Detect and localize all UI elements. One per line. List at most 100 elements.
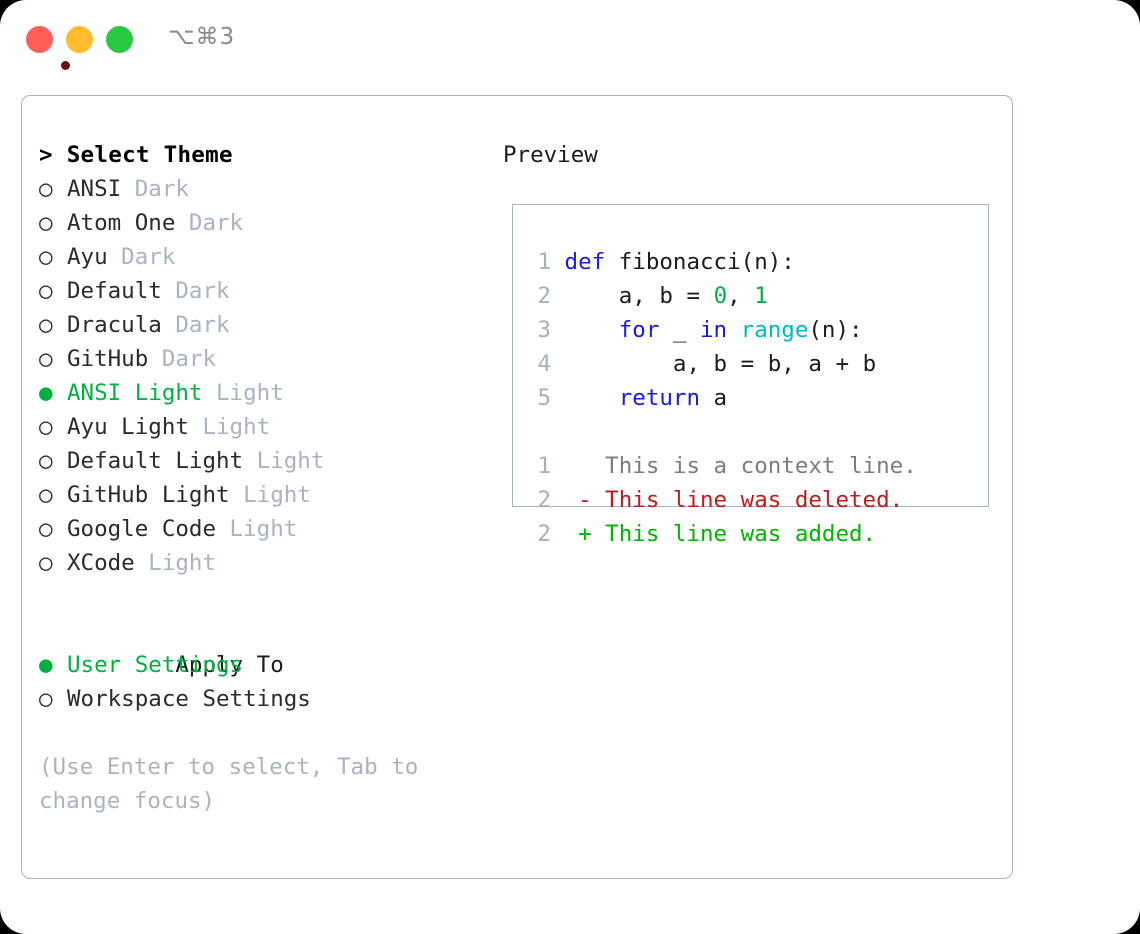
theme-option-ansi[interactable]: ○ ANSI Dark bbox=[39, 172, 479, 206]
theme-option-label: Ayu bbox=[67, 244, 108, 270]
code-token-txt: , bbox=[727, 283, 755, 309]
line-number: 2 bbox=[537, 487, 551, 513]
code-diff-separator bbox=[527, 415, 917, 449]
content-panel: > Select Theme ○ANSI Dark○Atom One Dark○… bbox=[21, 95, 1013, 879]
radio-unselected-icon: ○ bbox=[39, 448, 53, 474]
code-token-txt: a, b = b, a + b bbox=[672, 351, 877, 377]
theme-option-atom-one[interactable]: ○ Atom One Dark bbox=[39, 206, 479, 240]
code-token-fn: range bbox=[740, 317, 809, 343]
line-number: 3 bbox=[537, 317, 551, 343]
theme-mode-tag: Dark bbox=[175, 210, 244, 236]
code-indent bbox=[551, 385, 619, 411]
theme-option-ayu-light[interactable]: ○ Ayu Light Light bbox=[39, 410, 479, 444]
diff-line-text: + This line was added. bbox=[551, 521, 877, 547]
diff-line-text: This is a context line. bbox=[551, 453, 917, 479]
theme-mode-tag: Dark bbox=[161, 312, 230, 338]
diff-line-text: - This line was deleted. bbox=[551, 487, 904, 513]
theme-mode-tag: Dark bbox=[161, 278, 230, 304]
theme-option-default-light[interactable]: ○Default Light Light bbox=[39, 444, 479, 478]
code-token-txt: a bbox=[700, 385, 728, 411]
radio-unselected-icon: ○ bbox=[39, 414, 53, 440]
preview-column: Preview 1 def fibonacci(n): 2 a, b = 0, 1… bbox=[503, 138, 989, 547]
theme-option-ansi-light[interactable]: ● ANSI Light Light bbox=[39, 376, 479, 410]
theme-option-label: XCode bbox=[67, 550, 135, 576]
apply-to-option-label: User Settings bbox=[67, 652, 244, 678]
code-token-kw: return bbox=[618, 385, 701, 411]
radio-unselected-icon: ○ bbox=[39, 176, 53, 202]
radio-unselected-icon: ○ bbox=[39, 210, 53, 236]
theme-mode-tag: Light bbox=[216, 516, 298, 542]
close-window-button[interactable] bbox=[26, 26, 70, 70]
theme-option-dracula[interactable]: ○Dracula Dark bbox=[39, 308, 479, 342]
theme-option-github[interactable]: ○ GitHub Dark bbox=[39, 342, 479, 376]
radio-unselected-icon: ○ bbox=[39, 244, 53, 270]
code-line: 4 a, b = b, a + b bbox=[527, 347, 917, 381]
radio-unselected-icon: ○ bbox=[39, 346, 53, 372]
radio-unselected-icon: ○ bbox=[39, 516, 53, 542]
code-indent bbox=[551, 249, 565, 275]
theme-mode-tag: Light bbox=[134, 550, 217, 576]
theme-option-label: Dracula bbox=[67, 312, 162, 338]
code-line: 3 for _ in range(n): bbox=[527, 313, 917, 347]
apply-to-option-workspace-settings[interactable]: ○ Workspace Settings bbox=[39, 682, 479, 716]
theme-mode-tag: Light bbox=[188, 414, 271, 440]
diff-line-add: 2 + This line was added. bbox=[527, 517, 917, 551]
apply-to-option-label: Workspace Settings bbox=[67, 686, 311, 712]
theme-option-label: Ayu Light bbox=[67, 414, 189, 440]
maximize-window-button[interactable] bbox=[106, 26, 133, 53]
code-line: 5 return a bbox=[527, 381, 917, 415]
code-token-kw: for bbox=[618, 317, 660, 343]
line-number: 1 bbox=[537, 249, 551, 275]
theme-mode-tag: Light bbox=[229, 482, 311, 508]
code-line: 2 a, b = 0, 1 bbox=[527, 279, 917, 313]
code-token-num: 1 bbox=[754, 283, 768, 309]
code-token-kw: def bbox=[564, 249, 606, 275]
theme-option-github-light[interactable]: ○ GitHub Light Light bbox=[39, 478, 479, 512]
code-token-txt bbox=[727, 317, 741, 343]
code-token-txt: fibonacci(n): bbox=[605, 249, 795, 275]
apply-to-option-user-settings[interactable]: ● User Settings bbox=[39, 648, 479, 682]
theme-mode-tag: Dark bbox=[107, 244, 176, 270]
theme-option-label: ANSI Light bbox=[67, 380, 203, 406]
line-number: 4 bbox=[537, 351, 551, 377]
diff-line-del: 2 - This line was deleted. bbox=[527, 483, 917, 517]
theme-list: ○ANSI Dark○Atom One Dark○Ayu Dark○Defaul… bbox=[39, 172, 479, 580]
theme-option-label: Atom One bbox=[67, 210, 176, 236]
line-number: 5 bbox=[537, 385, 551, 411]
theme-option-google-code[interactable]: ○Google Code Light bbox=[39, 512, 479, 546]
line-number: 1 bbox=[537, 453, 551, 479]
theme-option-label: Default bbox=[67, 278, 162, 304]
minimize-window-button[interactable] bbox=[66, 26, 93, 53]
code-token-txt: _ bbox=[659, 317, 701, 343]
preview-heading: Preview bbox=[503, 142, 598, 168]
radio-selected-icon: ● bbox=[39, 652, 53, 678]
recording-indicator-icon bbox=[61, 61, 70, 70]
apply-to-label-text: Apply To bbox=[175, 652, 284, 678]
theme-option-default[interactable]: ○ Default Dark bbox=[39, 274, 479, 308]
theme-picker-column: > Select Theme ○ANSI Dark○Atom One Dark○… bbox=[39, 138, 479, 818]
keyboard-shortcut-label: ⌥⌘3 bbox=[168, 24, 236, 50]
theme-option-xcode[interactable]: ○ XCode Light bbox=[39, 546, 479, 580]
line-number: 2 bbox=[537, 521, 551, 547]
code-indent bbox=[551, 317, 619, 343]
theme-option-ayu[interactable]: ○ Ayu Dark bbox=[39, 240, 479, 274]
radio-unselected-icon: ○ bbox=[39, 550, 53, 576]
radio-unselected-icon: ○ bbox=[39, 482, 53, 508]
apply-to-options: ● User Settings ○ Workspace Settings bbox=[39, 648, 479, 716]
code-token-txt: (n): bbox=[808, 317, 863, 343]
theme-option-label: GitHub bbox=[67, 346, 149, 372]
theme-mode-tag: Light bbox=[243, 448, 325, 474]
theme-option-label: GitHub Light bbox=[67, 482, 230, 508]
radio-unselected-icon: ○ bbox=[39, 278, 53, 304]
radio-selected-icon: ● bbox=[39, 380, 53, 406]
theme-option-label: ANSI bbox=[67, 176, 122, 202]
theme-mode-tag: Light bbox=[202, 380, 284, 406]
diff-line-ctx: 1 This is a context line. bbox=[527, 449, 917, 483]
theme-mode-tag: Dark bbox=[148, 346, 217, 372]
theme-mode-tag: Dark bbox=[121, 176, 189, 202]
radio-unselected-icon: ○ bbox=[39, 686, 53, 712]
title-bar: ⌥⌘3 bbox=[0, 0, 1140, 78]
